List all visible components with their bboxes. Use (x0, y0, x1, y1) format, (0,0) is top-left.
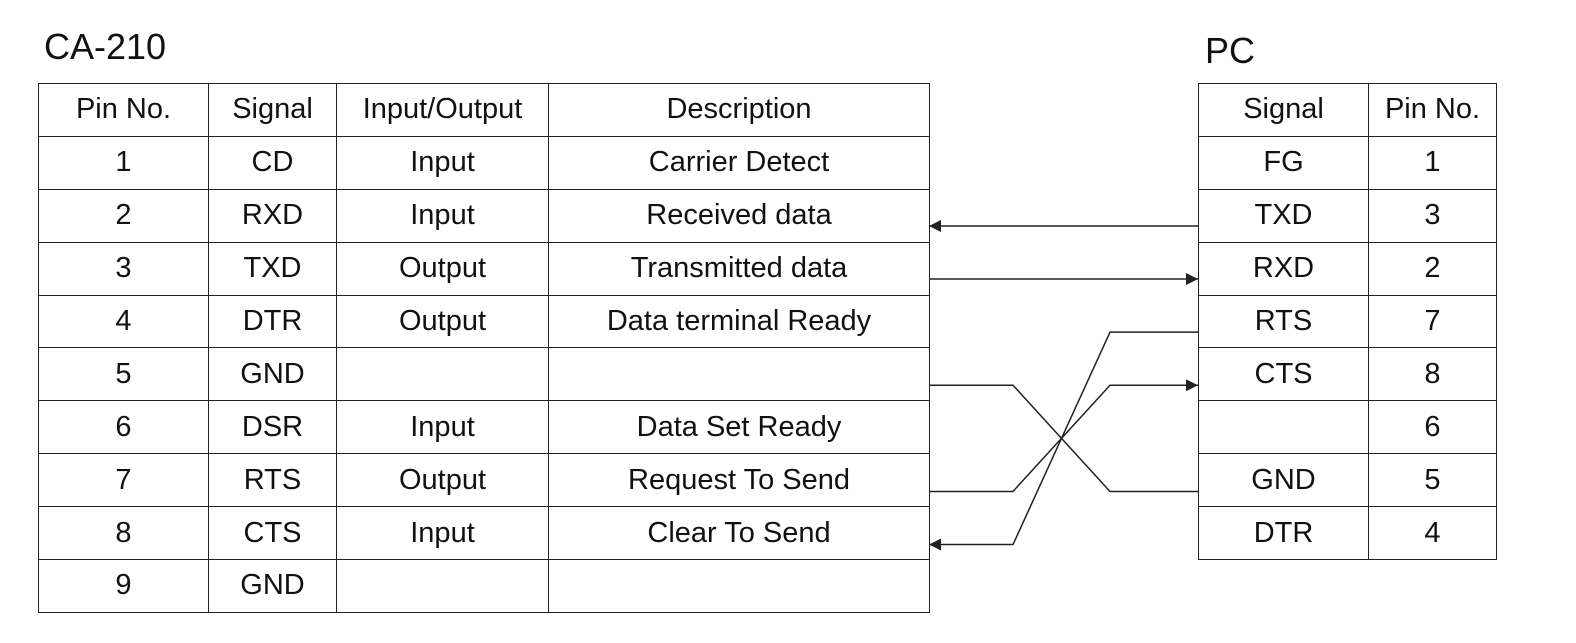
ca210-cell-pin-no: 2 (38, 188, 209, 243)
ca210-cell-description: Received data (548, 188, 930, 243)
pc-cell-pin-no: 2 (1368, 241, 1497, 296)
ca210-cell-description: Carrier Detect (548, 135, 930, 190)
ca210-cell-pin-no: 9 (38, 559, 209, 613)
ca210-cell-pin-no: 1 (38, 135, 209, 190)
ca210-cell-input-output: Input (336, 400, 549, 455)
pc-cell-pin-no: 3 (1368, 188, 1497, 243)
wire-rts-to-cts (929, 379, 1198, 493)
pc-cell-signal (1198, 400, 1369, 455)
ca210-cell-input-output: Input (336, 135, 549, 190)
pc-cell-signal: CTS (1198, 347, 1369, 402)
pc-cell-pin-no: 8 (1368, 347, 1497, 402)
ca210-cell-input-output (336, 559, 549, 613)
ca210-cell-signal: TXD (208, 241, 337, 296)
ca210-cell-pin-no: 4 (38, 294, 209, 349)
pc-table-row: 6 (1198, 400, 1497, 455)
pc-cell-pin-no: 6 (1368, 400, 1497, 455)
ca210-cell-description: Data terminal Ready (548, 294, 930, 349)
pc-cell-signal: GND (1198, 453, 1369, 508)
pc-cell-signal: TXD (1198, 188, 1369, 243)
ca210-cell-signal: GND (208, 559, 337, 613)
ca210-cell-signal: CD (208, 135, 337, 190)
ca210-title: CA-210 (44, 26, 167, 67)
ca210-cell-signal: CTS (208, 506, 337, 561)
ca210-cell-pin-no: 7 (38, 453, 209, 508)
ca210-cell-pin-no: 5 (38, 347, 209, 402)
wire-gnd-to-gnd (929, 384, 1198, 493)
ca210-cell-description: Clear To Send (548, 506, 930, 561)
pc-title: PC (1205, 30, 1256, 71)
pc-cell-signal: FG (1198, 135, 1369, 190)
ca210-cell-signal: RTS (208, 453, 337, 508)
ca210-cell-input-output: Output (336, 453, 549, 508)
ca210-header-pin-no: Pin No. (38, 83, 209, 137)
ca210-cell-pin-no: 8 (38, 506, 209, 561)
ca210-cell-input-output: Input (336, 506, 549, 561)
ca210-cell-description: Request To Send (548, 453, 930, 508)
pc-cell-signal: RTS (1198, 294, 1369, 349)
ca210-cell-signal: DSR (208, 400, 337, 455)
pc-cell-pin-no: 5 (1368, 453, 1497, 508)
pc-cell-pin-no: 7 (1368, 294, 1497, 349)
pc-cell-signal: DTR (1198, 506, 1369, 561)
ca210-cell-signal: DTR (208, 294, 337, 349)
ca210-cell-input-output: Input (336, 188, 549, 243)
ca210-cell-description (548, 347, 930, 402)
ca210-header-input-output: Input/Output (336, 83, 549, 137)
ca210-header-signal: Signal (208, 83, 337, 137)
ca210-cell-pin-no: 3 (38, 241, 209, 296)
pc-header-signal: Signal (1198, 83, 1369, 137)
ca210-cell-pin-no: 6 (38, 400, 209, 455)
ca210-cell-description: Transmitted data (548, 241, 930, 296)
ca210-cell-description: Data Set Ready (548, 400, 930, 455)
wire-cts-to-rts (929, 331, 1198, 551)
ca210-cell-description (548, 559, 930, 613)
ca210-cell-signal: GND (208, 347, 337, 402)
ca210-cell-input-output (336, 347, 549, 402)
pc-cell-pin-no: 4 (1368, 506, 1497, 561)
pc-cell-pin-no: 1 (1368, 135, 1497, 190)
pc-header-pin-no: Pin No. (1368, 83, 1497, 137)
ca210-cell-input-output: Output (336, 294, 549, 349)
ca210-cell-signal: RXD (208, 188, 337, 243)
ca210-cell-input-output: Output (336, 241, 549, 296)
pc-cell-signal: RXD (1198, 241, 1369, 296)
ca210-header-description: Description (548, 83, 930, 137)
